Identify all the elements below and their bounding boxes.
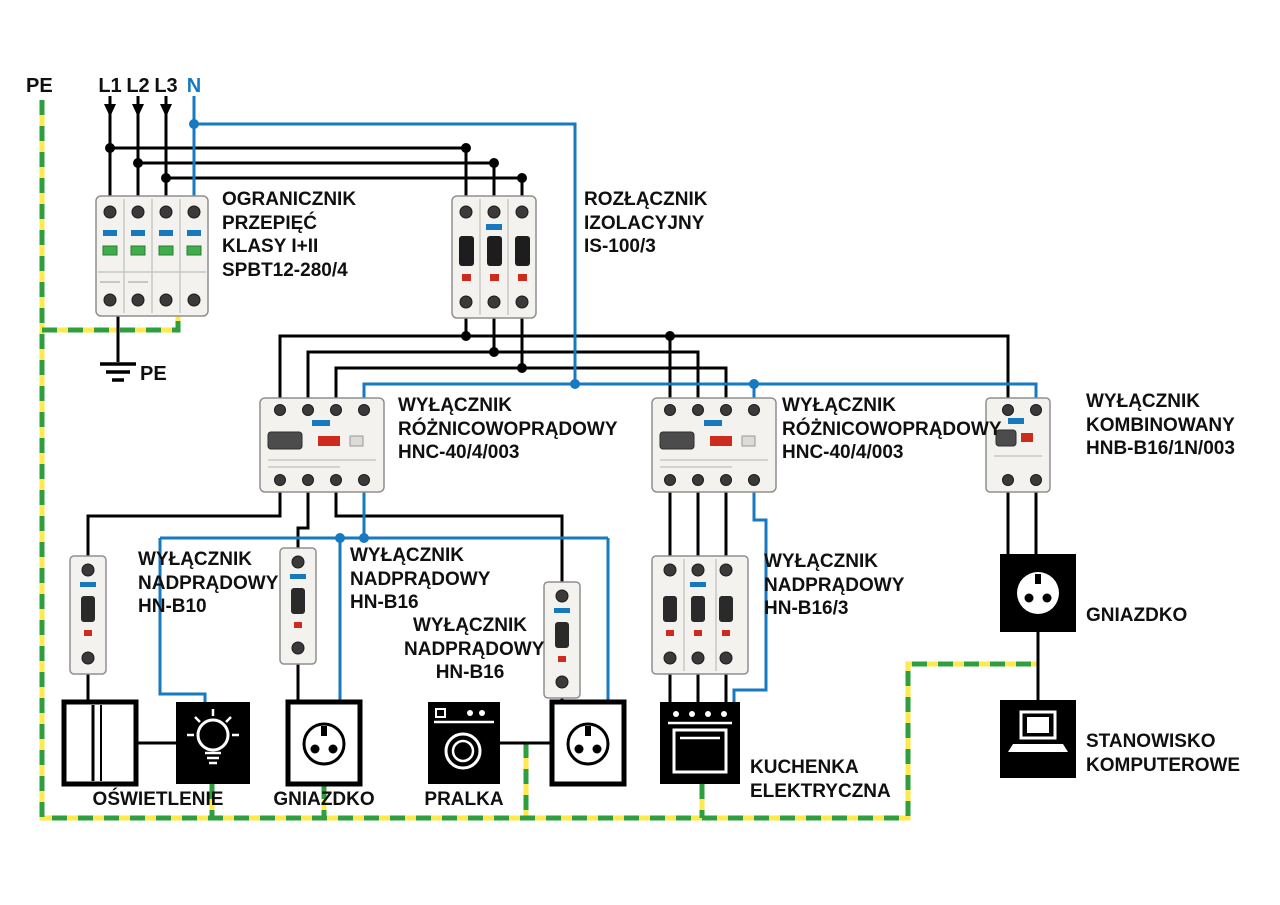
laptop-icon bbox=[1000, 700, 1076, 778]
mcb-b10-device bbox=[69, 555, 107, 675]
mcb-b16-a-label: WYŁĄCZNIK NADPRĄDOWY HN-B16 bbox=[350, 545, 491, 614]
l3-label: L3 bbox=[154, 75, 178, 97]
earth-pe-label: PE bbox=[140, 363, 167, 385]
rcd1-device bbox=[259, 397, 385, 493]
combo-breaker-label: WYŁĄCZNIK KOMBINOWANY HNB-B16/1N/003 bbox=[1086, 391, 1235, 460]
junction-dots bbox=[105, 119, 759, 543]
mcb-b16-a-device bbox=[279, 547, 317, 665]
l2-label: L2 bbox=[126, 75, 150, 97]
mcb-b16-3-device bbox=[651, 555, 749, 675]
cooker-label: KUCHENKA ELEKTRYCZNA bbox=[750, 757, 891, 802]
pe-wire bbox=[39, 100, 1038, 821]
surge-protector-label: OGRANICZNIK PRZEPIĘĆ KLASY I+II SPBT12-2… bbox=[222, 189, 357, 281]
socket1-label: GNIAZDKO bbox=[273, 789, 375, 810]
lighting-label: OŚWIETLENIE bbox=[92, 789, 224, 810]
rcd2-device bbox=[651, 397, 777, 493]
earth-ground-icon bbox=[100, 362, 136, 382]
computer-label: STANOWISKO KOMPUTEROWE bbox=[1086, 731, 1241, 776]
light-switch-icon bbox=[61, 699, 139, 787]
combo-breaker-device bbox=[985, 397, 1051, 493]
mcb-b16-3-label: WYŁĄCZNIK NADPRĄDOWY HN-B16/3 bbox=[764, 551, 905, 620]
surge-protector-device bbox=[95, 195, 209, 317]
isolator-device bbox=[451, 195, 537, 319]
cooker-icon bbox=[660, 702, 740, 784]
rcd1-label: WYŁĄCZNIK RÓŻNICOWOPRĄDOWY HNC-40/4/003 bbox=[398, 395, 618, 464]
pe-source-label: PE bbox=[26, 75, 53, 97]
isolator-label: ROZŁĄCZNIK IZOLACYJNY IS-100/3 bbox=[584, 189, 708, 258]
phase-wires bbox=[86, 96, 1040, 745]
socket-icon-2 bbox=[1000, 554, 1076, 632]
neutral-wires bbox=[158, 96, 1038, 706]
mcb-b16-b-device bbox=[543, 581, 581, 699]
socket-icon-washer bbox=[549, 699, 627, 787]
washing-machine-icon bbox=[428, 702, 500, 784]
light-bulb-icon bbox=[176, 702, 250, 784]
mcb-b10-label: WYŁĄCZNIK NADPRĄDOWY HN-B10 bbox=[138, 549, 279, 618]
rcd2-label: WYŁĄCZNIK RÓŻNICOWOPRĄDOWY HNC-40/4/003 bbox=[782, 395, 1002, 464]
l1-label: L1 bbox=[98, 75, 122, 97]
mcb-b16-b-label: WYŁĄCZNIK NADPRĄDOWY HN-B16 bbox=[404, 615, 545, 684]
socket-icon-1 bbox=[285, 699, 363, 787]
phase-arrow-icons bbox=[104, 104, 172, 117]
socket2-label: GNIAZDKO bbox=[1086, 605, 1188, 626]
washer-label: PRALKA bbox=[424, 789, 504, 810]
n-source-label: N bbox=[186, 75, 202, 97]
